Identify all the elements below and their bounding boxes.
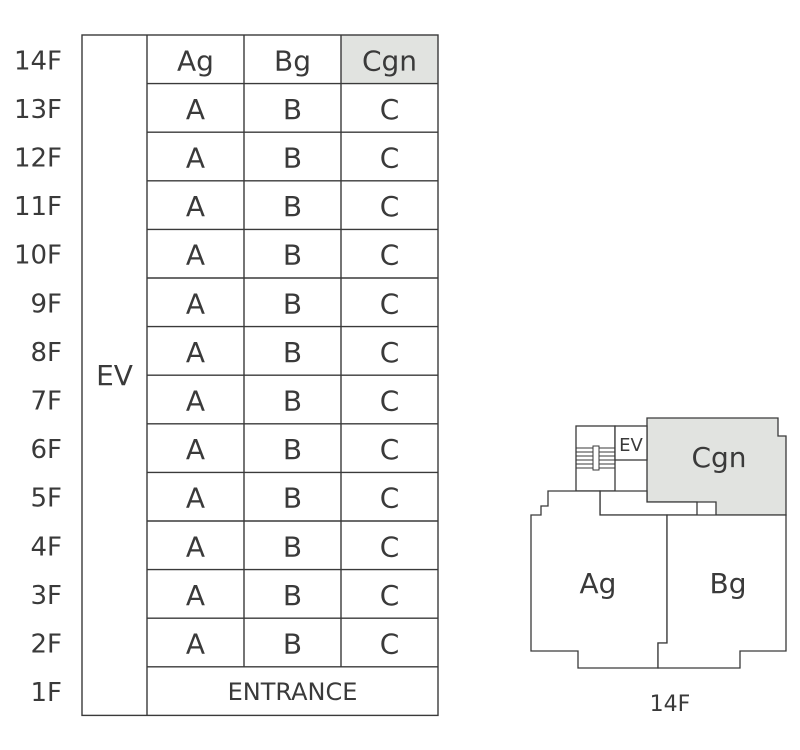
unit-cell-7f-c: C (380, 385, 400, 418)
unit-cell-4f-b: B (283, 530, 302, 563)
unit-cell-10f-a: A (186, 239, 205, 272)
unit-cell-12f-c: C (380, 142, 400, 175)
floor-label-13f: 13F (14, 95, 62, 125)
unit-cell-2f-b: B (283, 628, 302, 661)
unit-cell-11f-b: B (283, 190, 302, 223)
unit-cell-3f-a: A (186, 579, 205, 612)
unit-cell-11f-a: A (186, 190, 205, 223)
unit-cell-14f-c: Cgn (362, 44, 417, 77)
floor-label-6f: 6F (31, 435, 63, 465)
unit-cell-7f-a: A (186, 385, 205, 418)
floor-label-3f: 3F (31, 581, 63, 611)
floor-label-5f: 5F (31, 484, 63, 514)
unit-cell-10f-b: B (283, 239, 302, 272)
unit-cell-8f-c: C (380, 336, 400, 369)
unit-cell-9f-a: A (186, 287, 205, 320)
floor-label-4f: 4F (31, 532, 63, 562)
highlight-cell-c-14f (341, 35, 438, 84)
unit-cell-9f-c: C (380, 287, 400, 320)
floor-label-10f: 10F (14, 241, 62, 271)
unit-cell-5f-b: B (283, 482, 302, 515)
unit-cell-11f-c: C (380, 190, 400, 223)
unit-cell-14f-b: Bg (274, 44, 311, 77)
entrance-label: ENTRANCE (228, 678, 358, 706)
floor-label-12f: 12F (14, 144, 62, 174)
unit-cell-4f-a: A (186, 530, 205, 563)
unit-cell-7f-b: B (283, 385, 302, 418)
floor-label-9f: 9F (31, 289, 63, 319)
floor-label-8f: 8F (31, 338, 63, 368)
plan-unit-c-label: Cgn (691, 441, 746, 474)
unit-cell-4f-c: C (380, 530, 400, 563)
floor-label-14f: 14F (14, 46, 62, 76)
unit-cell-12f-a: A (186, 142, 205, 175)
plan-unit-a-label: Ag (580, 567, 617, 600)
unit-cell-12f-b: B (283, 142, 302, 175)
unit-cell-5f-a: A (186, 482, 205, 515)
plan-ev-label: EV (619, 435, 643, 456)
plan-elevator-box (614, 425, 648, 461)
floor-label-7f: 7F (31, 387, 63, 417)
unit-cell-2f-a: A (186, 628, 205, 661)
unit-cell-14f-a: Ag (177, 44, 214, 77)
unit-cell-8f-a: A (186, 336, 205, 369)
unit-cell-9f-b: B (283, 287, 302, 320)
plan-unit-b-shape (657, 514, 787, 669)
unit-cell-6f-b: B (283, 433, 302, 466)
floor-label-1f: 1F (31, 678, 63, 708)
unit-cell-6f-c: C (380, 433, 400, 466)
plan-unit-b-label: Bg (710, 567, 747, 600)
plan-caption: 14F (650, 692, 691, 717)
unit-cell-5f-c: C (380, 482, 400, 515)
unit-cell-13f-b: B (283, 93, 302, 126)
floor-label-11f: 11F (14, 192, 62, 222)
unit-cell-3f-b: B (283, 579, 302, 612)
unit-cell-8f-b: B (283, 336, 302, 369)
unit-cell-6f-a: A (186, 433, 205, 466)
unit-cell-2f-c: C (380, 628, 400, 661)
unit-cell-3f-c: C (380, 579, 400, 612)
unit-cell-13f-a: A (186, 93, 205, 126)
unit-cell-13f-c: C (380, 93, 400, 126)
floor-label-2f: 2F (31, 630, 63, 660)
stairs-icon (576, 445, 615, 471)
elevator-label: EV (96, 359, 133, 392)
unit-cell-10f-c: C (380, 239, 400, 272)
floor-plan-14f: EV Cgn Ag Bg 14F (530, 417, 787, 717)
